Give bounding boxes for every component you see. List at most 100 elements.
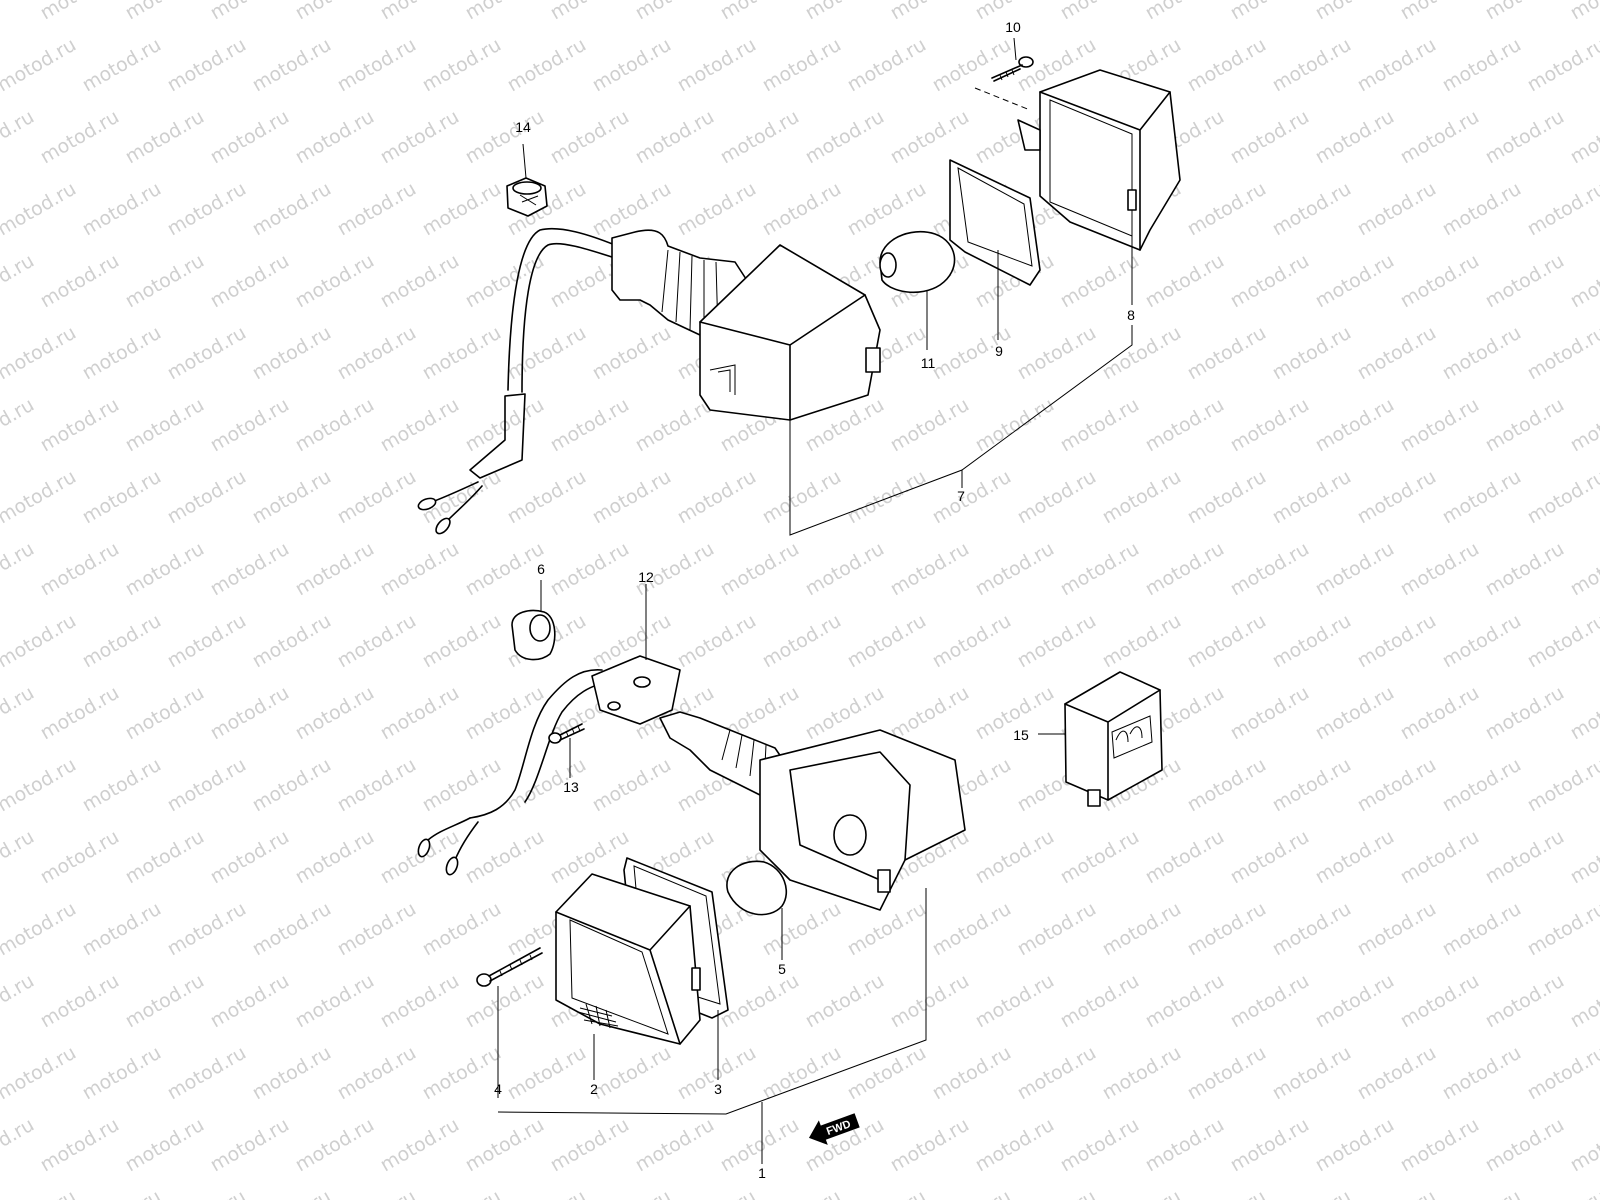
watermark-text: motod.ru [1184,898,1270,961]
watermark-text: motod.ru [1099,1042,1185,1105]
watermark-text: motod.ru [0,682,38,745]
watermark-text: motod.ru [0,754,80,817]
watermark-text: motod.ru [1397,682,1483,745]
callout-12: 12 [638,569,654,585]
watermark-text: motod.ru [1227,394,1313,457]
watermark-text: motod.ru [79,322,165,385]
watermark-text: motod.ru [37,970,123,1033]
callout-1: 1 [758,1165,766,1181]
watermark-text: motod.ru [1439,610,1525,673]
watermark-text: motod.ru [419,322,505,385]
watermark-text: motod.ru [1227,826,1313,889]
watermark-text: motod.ru [0,826,38,889]
watermark-text: motod.ru [1269,1042,1355,1105]
watermark-text: motod.ru [122,0,208,24]
watermark-text: motod.ru [1397,250,1483,313]
watermark-text: motod.ru [802,970,888,1033]
watermark-text: motod.ru [1099,322,1185,385]
watermark-text: motod.ru [759,178,845,241]
watermark-text: motod.ru [1014,322,1100,385]
watermark-text: motod.ru [1397,0,1483,24]
watermark-text: motod.ru [164,466,250,529]
watermark-text: motod.ru [1312,0,1398,24]
watermark-text: motod.ru [1142,394,1228,457]
watermark-text: motod.ru [292,682,378,745]
watermark-text: motod.ru [249,1186,335,1200]
watermark-text: motod.ru [1312,1114,1398,1177]
watermark-text: motod.ru [1354,1186,1440,1200]
watermark-text: motod.ru [632,0,718,24]
watermark-text: motod.ru [547,0,633,24]
watermark-text: motod.ru [1439,1186,1525,1200]
watermark-text: motod.ru [504,34,590,97]
watermark-text: motod.ru [1482,250,1568,313]
watermark-text: motod.ru [122,394,208,457]
upper-wire-end [469,393,526,479]
watermark-text: motod.ru [164,1186,250,1200]
watermark-text: motod.ru [1142,1114,1228,1177]
watermark-text: motod.ru [1269,898,1355,961]
watermark-text: motod.ru [1524,1042,1600,1105]
watermark-text: motod.ru [1567,0,1600,24]
watermark-text: motod.ru [249,610,335,673]
watermark-text: motod.ru [717,538,803,601]
watermark-text: motod.ru [292,970,378,1033]
watermark-text: motod.ru [249,178,335,241]
callout-10: 10 [1005,19,1021,35]
watermark-text: motod.ru [1227,538,1313,601]
watermark-text: motod.ru [37,106,123,169]
callout-7: 7 [957,488,965,504]
watermark-text: motod.ru [79,1186,165,1200]
watermark-text: motod.ru [1142,538,1228,601]
watermark-text: motod.ru [1482,826,1568,889]
watermark-text: motod.ru [0,466,80,529]
watermark-text: motod.ru [1227,106,1313,169]
watermark-text: motod.ru [249,34,335,97]
watermark-text: motod.ru [1354,1042,1440,1105]
watermark-text: motod.ru [547,106,633,169]
watermark-text: motod.ru [1439,322,1525,385]
watermark-text: motod.ru [632,106,718,169]
watermark-text: motod.ru [462,250,548,313]
watermark-text: motod.ru [207,970,293,1033]
watermark-text: motod.ru [292,0,378,24]
watermark-text: motod.ru [759,1042,845,1105]
screw-part-13 [548,723,585,744]
watermark-text: motod.ru [1354,898,1440,961]
watermark-text: motod.ru [1312,682,1398,745]
watermark-text: motod.ru [462,826,548,889]
watermark-text: motod.ru [292,538,378,601]
watermark-text: motod.ru [844,1186,930,1200]
watermark-text: motod.ru [844,1042,930,1105]
nut-part-14 [506,177,548,217]
watermark-text: motod.ru [589,1042,675,1105]
watermark-text: motod.ru [504,466,590,529]
watermark-text: motod.ru [37,0,123,24]
watermark-text: motod.ru [972,1114,1058,1177]
watermark-text: motod.ru [1184,1042,1270,1105]
watermark-text: motod.ru [122,106,208,169]
watermark-text: motod.ru [334,754,420,817]
watermark-text: motod.ru [929,1042,1015,1105]
watermark-text: motod.ru [802,106,888,169]
watermark-text: motod.ru [1099,1186,1185,1200]
watermark-text: motod.ru [37,394,123,457]
watermark-text: motod.ru [1142,826,1228,889]
watermark-text: motod.ru [1184,322,1270,385]
upper-terminal-1 [417,497,437,511]
watermark-text: motod.ru [0,610,80,673]
upper-housing [699,244,881,421]
watermark-text: motod.ru [1567,106,1600,169]
watermark-text: motod.ru [419,178,505,241]
callout-4: 4 [494,1081,502,1097]
watermark-text: motod.ru [377,538,463,601]
watermark-text: motod.ru [207,394,293,457]
watermark-text: motod.ru [122,970,208,1033]
screw-part-10 [974,56,1034,111]
watermark-text: motod.ru [844,34,930,97]
watermark-text: motod.ru [1439,898,1525,961]
watermark-text: motod.ru [1312,970,1398,1033]
watermark-text: motod.ru [1567,1114,1600,1177]
lower-terminal-2 [445,856,459,876]
